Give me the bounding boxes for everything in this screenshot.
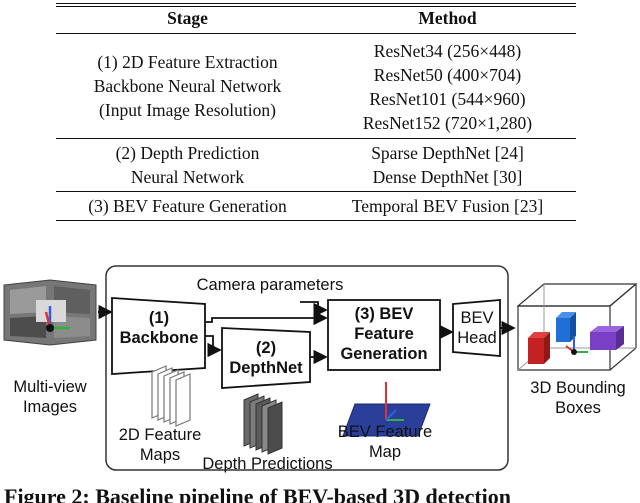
backbone-label: (1) Backbone: [112, 308, 206, 348]
method-line: ResNet101 (544×960): [369, 89, 526, 109]
bev-feature-map-graphic: [342, 382, 431, 437]
backbone-label-line: Backbone: [119, 329, 199, 347]
depth-predictions-label: Depth Predictions: [202, 455, 333, 473]
table-header-row: Stage Method: [56, 4, 576, 34]
bounding-boxes-graphic: [516, 283, 638, 371]
stage-cell: (3) BEV Feature Generation: [56, 192, 319, 221]
method-line: ResNet152 (720×1,280): [362, 113, 533, 133]
method-line: ResNet34 (256×448): [373, 41, 522, 61]
header-stage: Stage: [167, 8, 208, 28]
arrow-backbone-to-depthnet: [205, 335, 222, 358]
header-method: Method: [418, 8, 477, 28]
arrow-backbone-to-bev: [205, 310, 328, 326]
feature-maps-label-line: 2D Feature: [118, 426, 202, 444]
pipeline-diagram: Camera parameters (1) Backbone (2) Depth…: [0, 252, 640, 477]
bev-generation-label-line: Generation: [340, 345, 428, 363]
bev-generation-block: [327, 299, 441, 371]
depthnet-label-line: DepthNet: [229, 359, 303, 377]
feature-maps-label-line: Maps: [139, 446, 181, 464]
arrow-camera-to-bev: [300, 301, 328, 318]
table-row-backbone: (1) 2D Feature Extraction Backbone Neura…: [56, 34, 576, 139]
bounding-boxes-label-line: Boxes: [555, 399, 601, 417]
bev-generation-label: (3) BEV Feature Generation: [328, 304, 440, 364]
multiview-images-graphic: [3, 279, 97, 346]
backbone-label-line: (1): [148, 309, 170, 327]
methods-table: Stage Method (1) 2D Feature Extraction B…: [56, 4, 576, 221]
bev-head-label: BEV Head: [452, 308, 502, 348]
bounding-boxes-label-line: 3D Bounding: [530, 379, 626, 397]
pipeline-graphics: [3, 265, 638, 471]
depth-predictions-stack: [243, 393, 283, 455]
method-line: ResNet50 (400×704): [373, 65, 522, 85]
method-cell: Temporal BEV Fusion [23]: [319, 192, 576, 221]
depthnet-label: (2) DepthNet: [220, 338, 312, 378]
bev-feature-map-label-line: Map: [368, 443, 402, 461]
multiview-label: Multi-view Images: [0, 377, 100, 417]
camera-parameters-label: Camera parameters: [196, 276, 344, 294]
method-cell: ResNet34 (256×448) ResNet50 (400×704) Re…: [319, 34, 576, 139]
stage-cell: (1) 2D Feature Extraction Backbone Neura…: [56, 34, 319, 139]
figure-caption: Figure 2: Baseline pipeline of BEV-based…: [4, 484, 512, 503]
stage-line: (2) Depth Prediction: [115, 143, 260, 163]
multiview-label-line: Images: [22, 398, 78, 416]
feature-maps-label: 2D Feature Maps: [110, 425, 210, 465]
bev-generation-label-line: Feature: [354, 325, 414, 343]
bounding-boxes-label: 3D Bounding Boxes: [516, 378, 640, 418]
bev-generation-label-line: (3) BEV: [354, 305, 414, 323]
table-row-depth: (2) Depth Prediction Neural Network Spar…: [56, 139, 576, 192]
bev-feature-map-label: BEV Feature Map: [330, 422, 440, 462]
method-cell: Sparse DepthNet [24] Dense DepthNet [30]: [319, 139, 576, 192]
pipeline-frame: [105, 265, 509, 471]
table-row-bev: (3) BEV Feature Generation Temporal BEV …: [56, 192, 576, 221]
table-top-rule-2: [56, 6, 576, 7]
bev-head-block: [452, 299, 501, 357]
bev-head-label-line: Head: [457, 329, 497, 347]
method-line: Dense DepthNet [30]: [372, 167, 523, 187]
stage-line: Backbone Neural Network: [93, 76, 282, 96]
depthnet-block: [221, 327, 311, 389]
method-line: Temporal BEV Fusion [23]: [351, 196, 544, 216]
feature-maps-stack: [151, 365, 191, 427]
bev-feature-map-label-line: BEV Feature: [337, 423, 433, 441]
bev-head-label-line: BEV: [460, 309, 494, 327]
stage-line: (3) BEV Feature Generation: [88, 196, 287, 216]
depthnet-label-line: (2): [255, 339, 277, 357]
method-line: Sparse DepthNet [24]: [371, 143, 524, 163]
stage-line: (Input Image Resolution): [99, 100, 276, 120]
multiview-label-line: Multi-view: [13, 378, 87, 396]
stage-cell: (2) Depth Prediction Neural Network: [56, 139, 319, 192]
stage-line: Neural Network: [130, 167, 245, 187]
stage-line: (1) 2D Feature Extraction: [97, 52, 278, 72]
backbone-block: [111, 297, 206, 375]
table-top-rule: [56, 3, 576, 4]
